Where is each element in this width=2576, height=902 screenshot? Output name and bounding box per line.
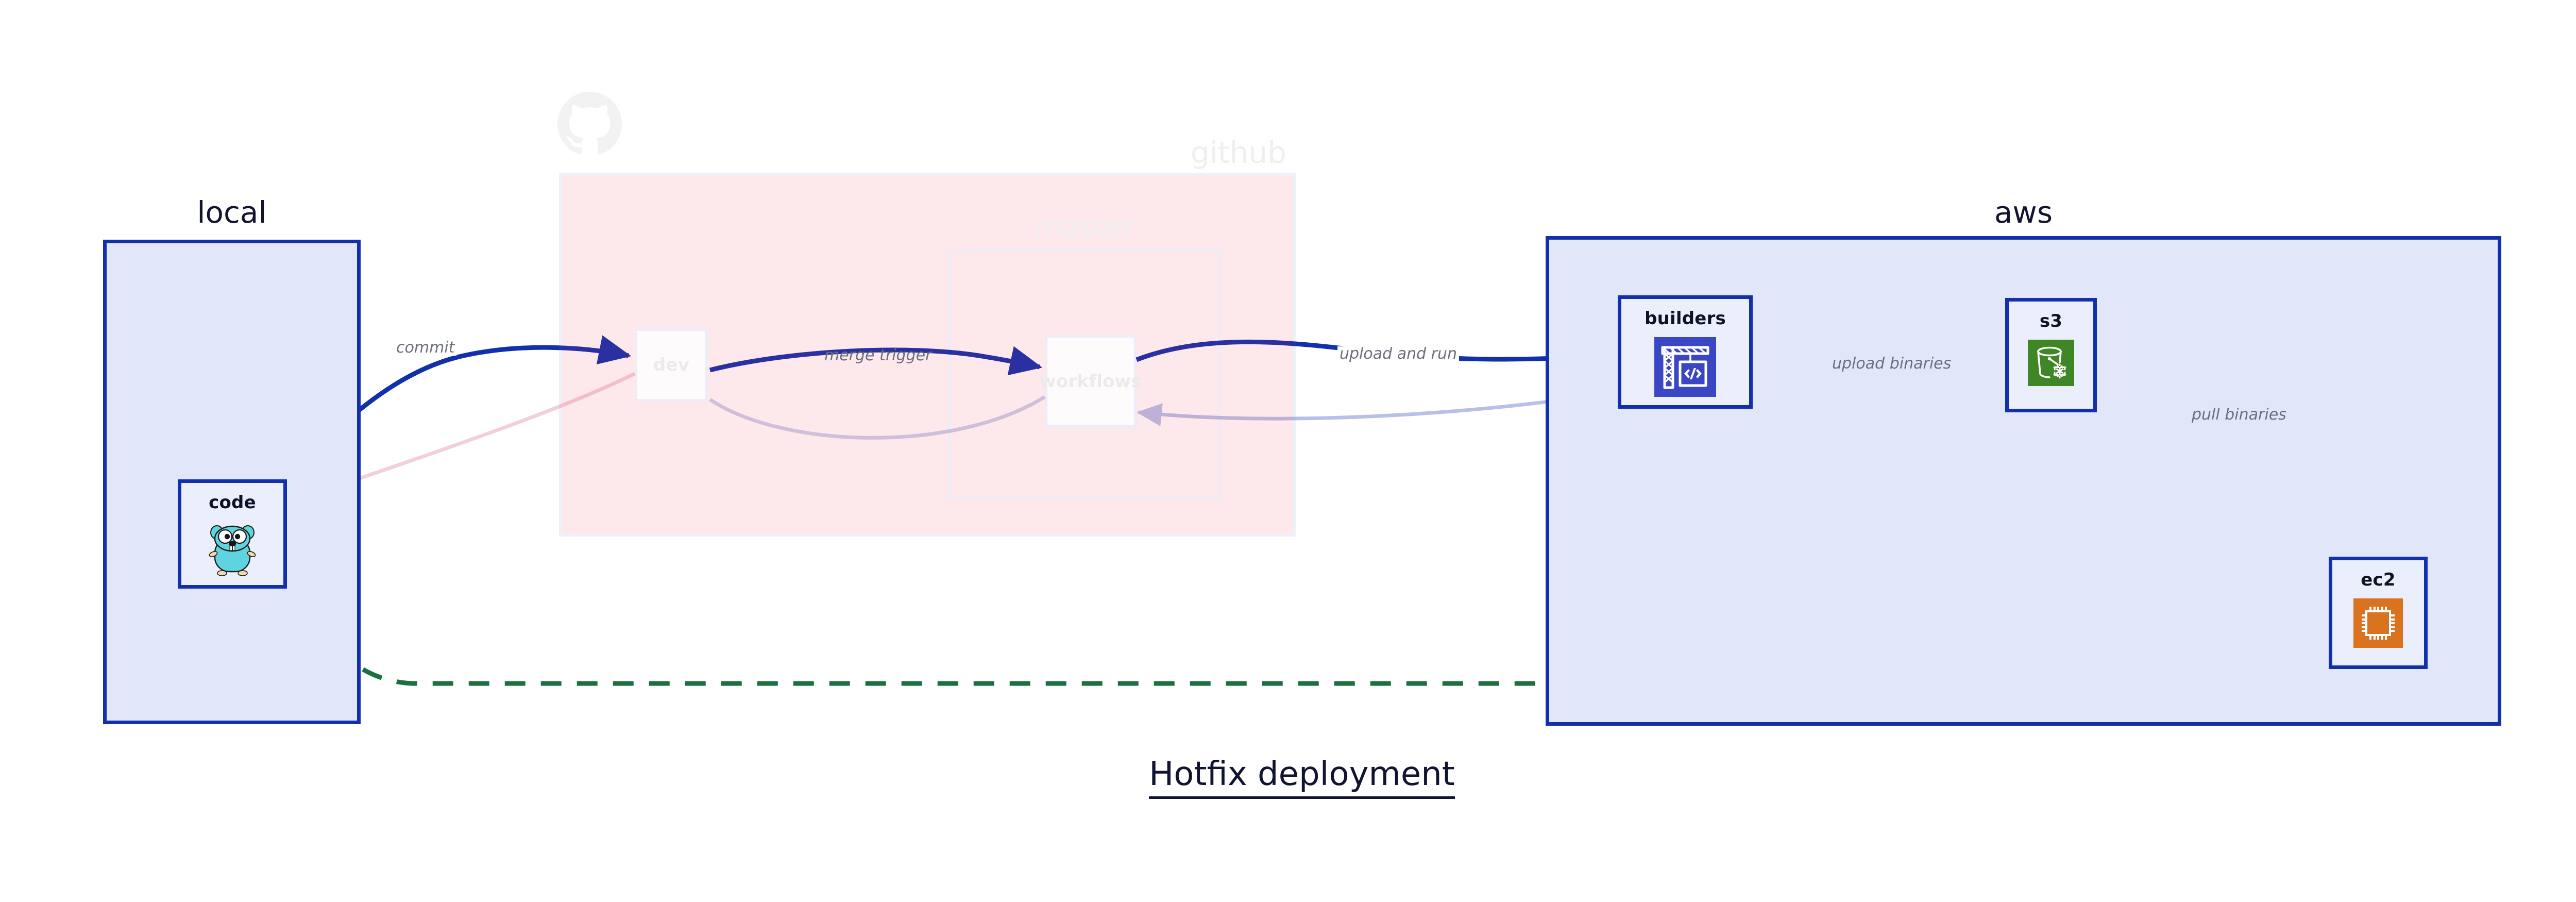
node-workflows-label: workflows — [1040, 371, 1142, 392]
aws-s3-glacier-icon — [2028, 340, 2074, 388]
github-container-label: github — [1190, 135, 1286, 170]
go-gopher-icon — [205, 521, 260, 581]
edge-label-upload-and-run: upload and run — [1337, 346, 1460, 362]
node-s3-label: s3 — [2039, 311, 2063, 331]
page-title-text: Hotfix deployment — [1149, 755, 1455, 799]
node-dev[interactable]: dev — [635, 328, 708, 402]
node-builders[interactable]: builders — [1618, 295, 1753, 409]
aws-codebuild-icon — [1654, 337, 1716, 399]
page-title: Hotfix deployment — [0, 755, 2576, 799]
node-ec2[interactable]: ec2 — [2329, 557, 2428, 669]
node-code[interactable]: code — [178, 479, 287, 589]
node-dev-label: dev — [653, 355, 690, 375]
node-ec2-label: ec2 — [2361, 570, 2396, 590]
local-container-label: local — [197, 195, 267, 230]
edge-label-pull-binaries: pull binaries — [2190, 407, 2289, 423]
node-workflows[interactable]: workflows — [1040, 335, 1142, 428]
aws-ec2-chip-icon — [2353, 598, 2403, 650]
master-container — [948, 249, 1221, 499]
node-builders-label: builders — [1645, 308, 1726, 329]
edge-label-merge-trigger: merge trigger — [824, 346, 932, 364]
node-s3[interactable]: s3 — [2005, 298, 2097, 412]
github-container — [559, 173, 1296, 537]
edge-label-commit: commit — [394, 340, 457, 356]
edge-label-upload-binaries: upload binaries — [1830, 356, 1954, 372]
github-octocat-icon — [557, 92, 622, 156]
aws-container-label: aws — [1994, 195, 2053, 230]
node-code-label: code — [209, 492, 256, 513]
master-container-label: master — [1035, 211, 1134, 244]
